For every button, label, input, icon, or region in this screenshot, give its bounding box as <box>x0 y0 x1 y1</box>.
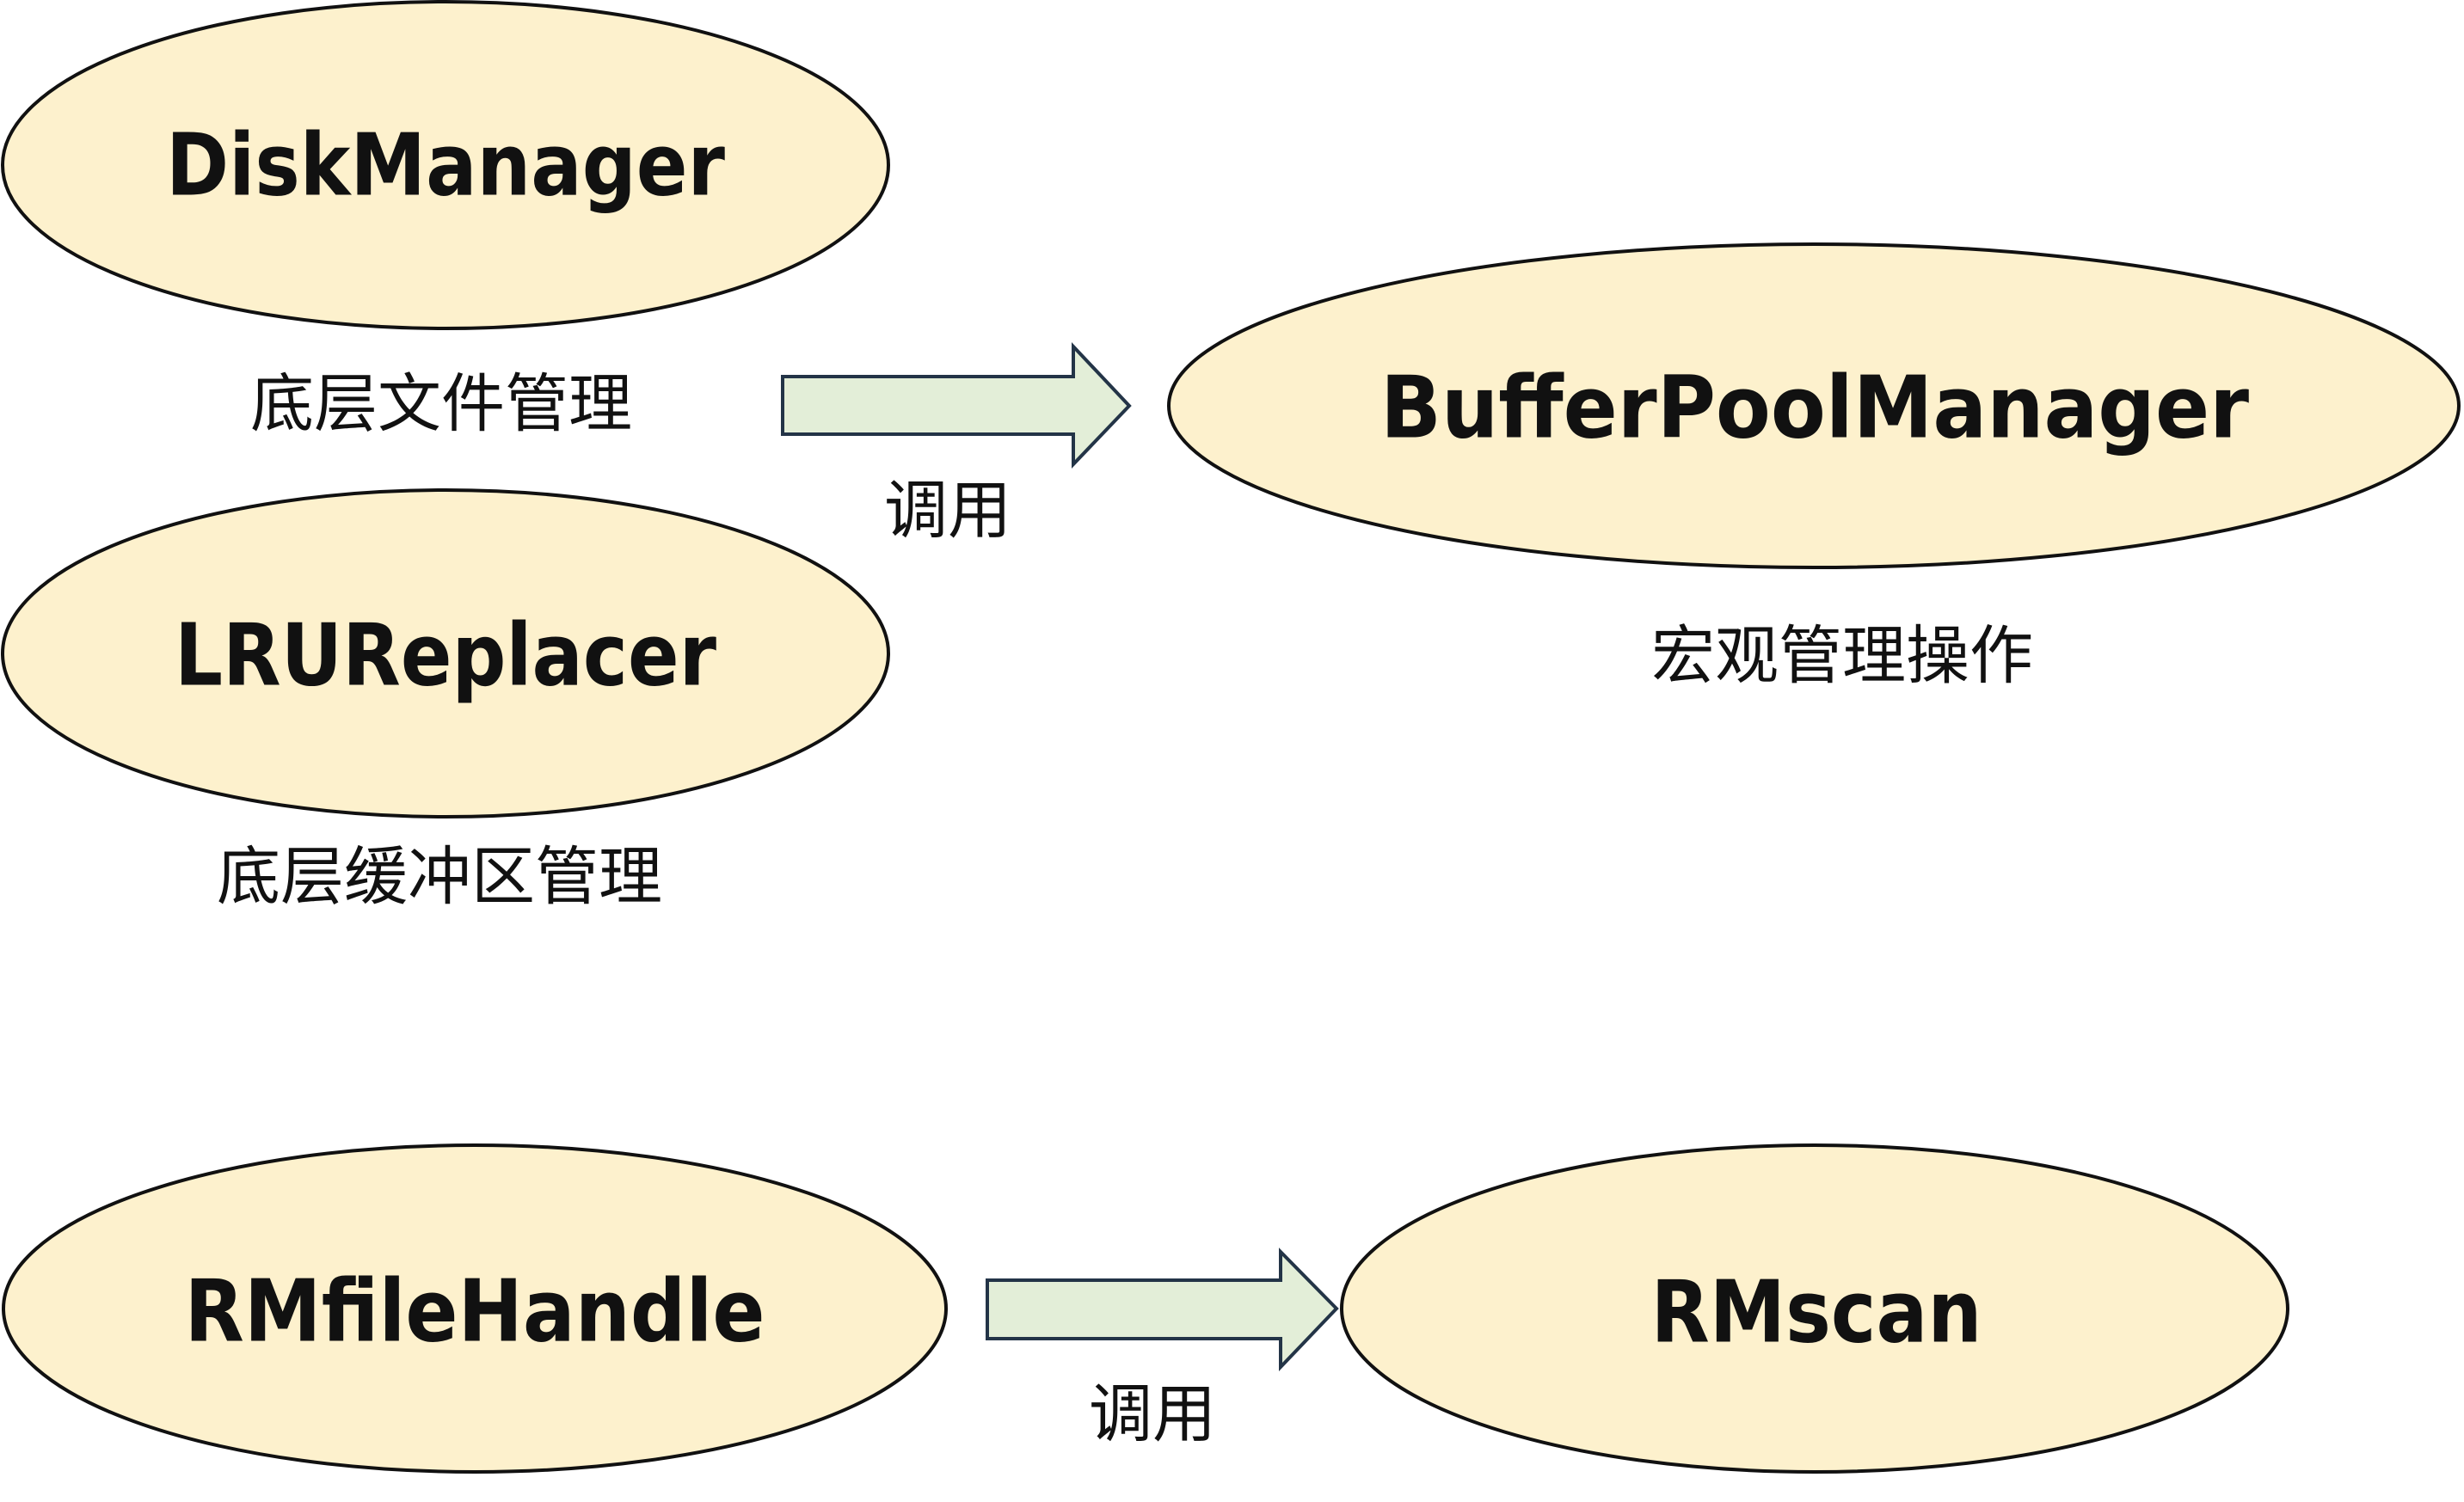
buffer-pool-manager-ellipse <box>1167 242 2461 569</box>
buffer-pool-manager-node: BufferPoolManager <box>1167 242 2461 569</box>
rm-file-handle-label: RMfileHandle <box>185 1261 765 1362</box>
rm-file-handle-ellipse <box>2 1143 948 1474</box>
lru-replacer-label: LRUReplacer <box>175 605 717 706</box>
lru-replacer-ellipse <box>1 488 890 818</box>
rm-scan-label: RMscan <box>1651 1262 1982 1363</box>
bottom-arrow-label: 调用 <box>1089 1377 1216 1451</box>
lru-replacer-node: LRUReplacer <box>1 488 890 818</box>
disk-manager-node: DiskManager <box>1 0 890 330</box>
bottom-call-arrow <box>986 1248 1339 1371</box>
disk-manager-caption: 底层文件管理 <box>250 367 632 441</box>
rm-file-handle-node: RMfileHandle <box>2 1143 948 1474</box>
rm-scan-node: RMscan <box>1340 1143 2289 1474</box>
buffer-pool-manager-label: BufferPoolManager <box>1380 358 2250 458</box>
disk-manager-label: DiskManager <box>166 115 726 216</box>
disk-manager-ellipse <box>1 0 890 330</box>
lru-replacer-caption: 底层缓冲区管理 <box>217 840 662 914</box>
top-arrow-label: 调用 <box>884 474 1011 548</box>
buffer-pool-manager-caption: 宏观管理操作 <box>1651 619 2033 693</box>
top-call-arrow <box>781 341 1132 469</box>
rm-scan-ellipse <box>1340 1143 2289 1474</box>
